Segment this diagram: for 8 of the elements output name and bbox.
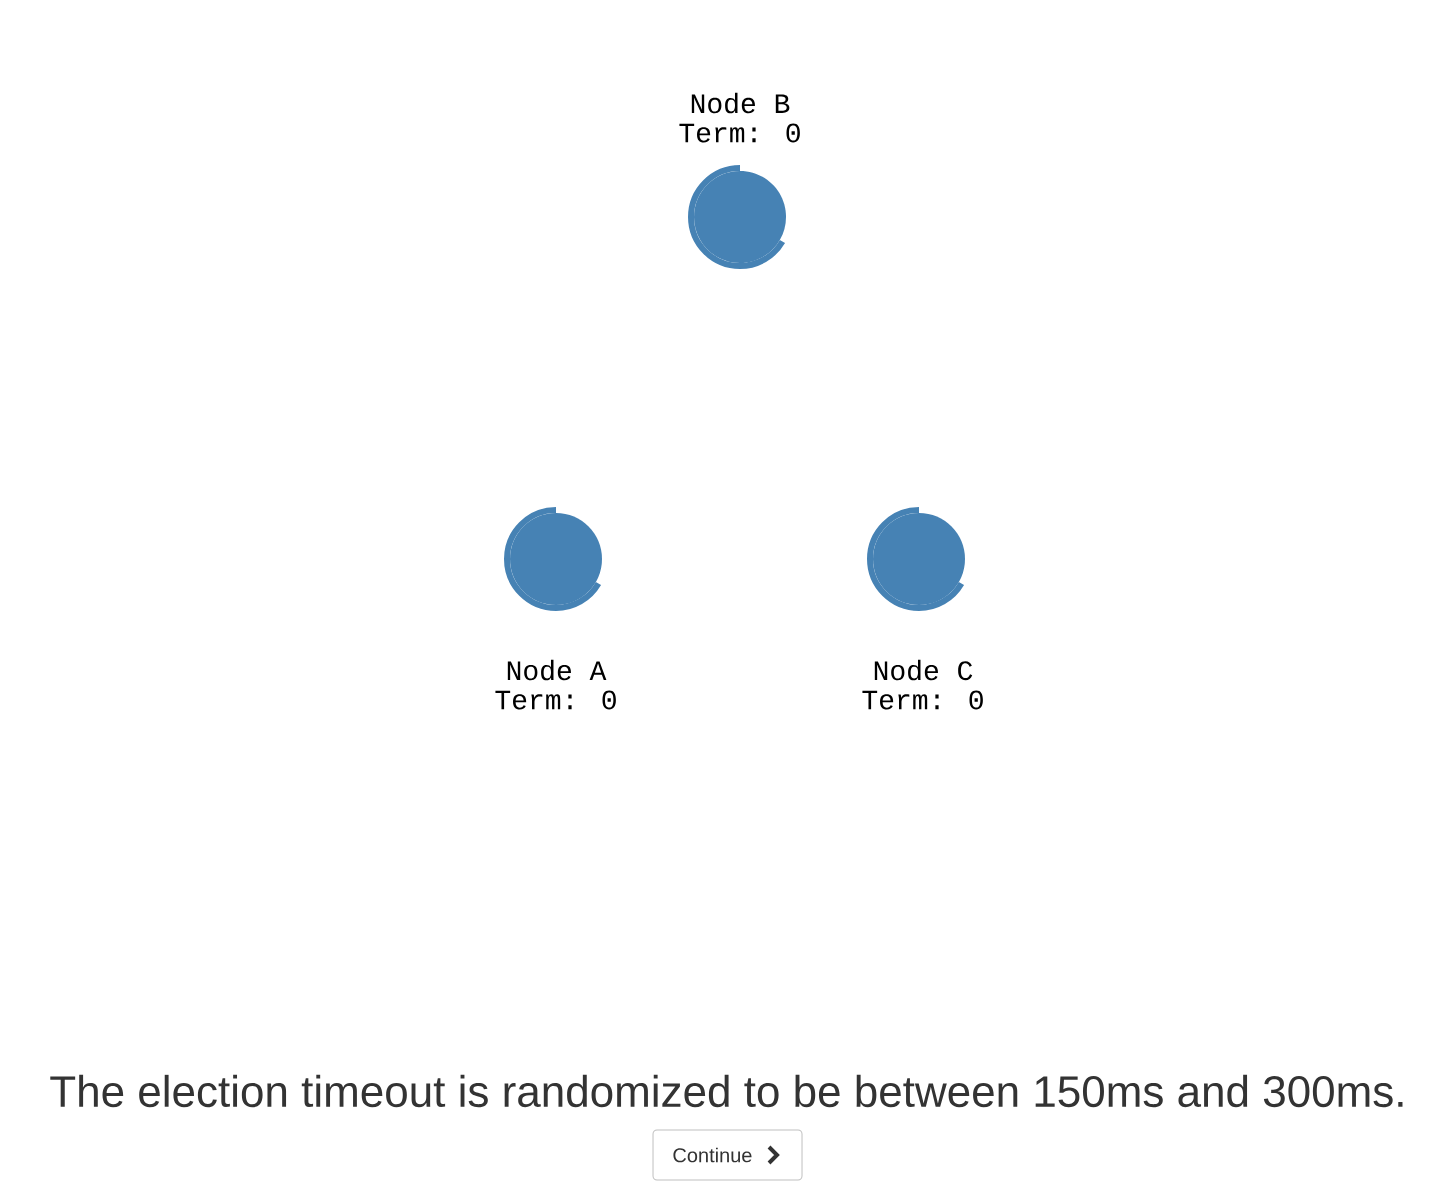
node-label: Term: 0 — [495, 690, 616, 710]
node-label: Term: 0 — [862, 690, 983, 710]
node-label: Node B — [691, 92, 790, 114]
caption: The election timeout is randomized to be between 150ms and 300ms. — [50, 1074, 1403, 1108]
continue-button: Continue — [652, 1129, 803, 1181]
node-label: Node A — [507, 659, 607, 681]
node-label: Term: 0 — [679, 123, 800, 143]
node-label: Node C — [874, 659, 973, 681]
